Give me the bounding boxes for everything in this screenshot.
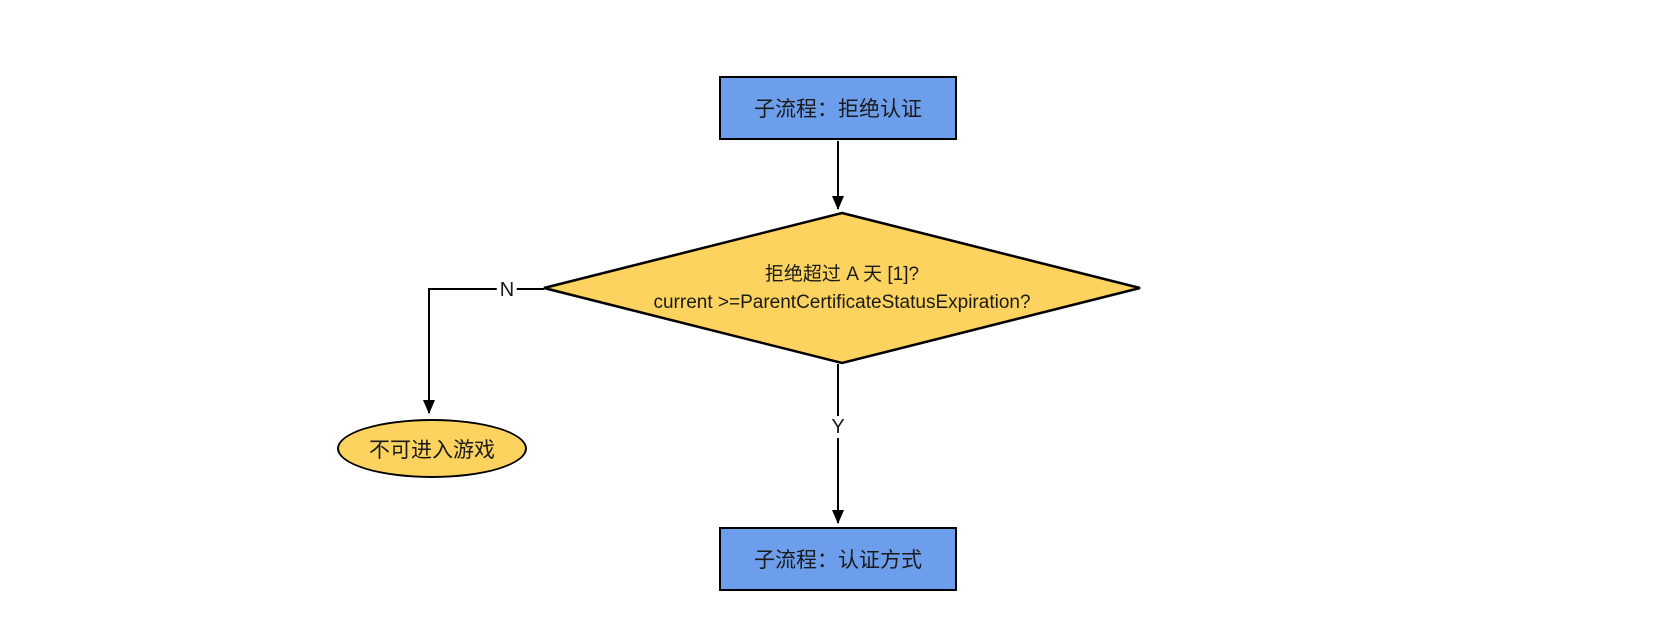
connector-decision-no <box>423 288 544 414</box>
decision-diamond-shape <box>543 211 1141 365</box>
decision-label-line1: 拒绝超过 A 天 [1]? <box>764 263 920 285</box>
edge-label-yes: Y <box>828 416 848 438</box>
node-subprocess-reject-auth: 子流程：拒绝认证 <box>719 76 957 140</box>
node-subprocess-reject-auth-label: 子流程：拒绝认证 <box>754 98 922 121</box>
edge-label-no: N <box>496 279 518 301</box>
decision-node-text: 拒绝超过 A 天 [1]? current >=ParentCertificat… <box>545 214 1139 363</box>
node-cannot-enter-game: 不可进入游戏 <box>337 419 527 478</box>
node-subprocess-auth-method: 子流程：认证方式 <box>719 527 957 591</box>
decision-label-line2: current >=ParentCertificateStatusExpirat… <box>653 291 1031 313</box>
node-cannot-enter-game-label: 不可进入游戏 <box>369 438 495 462</box>
node-subprocess-auth-method-label: 子流程：认证方式 <box>754 549 922 572</box>
